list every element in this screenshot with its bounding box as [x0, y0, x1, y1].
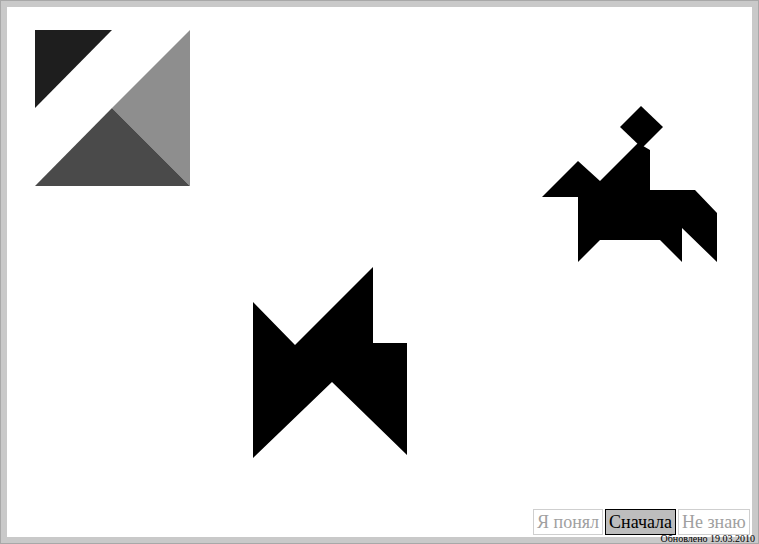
- button-label: Сначала: [609, 512, 672, 532]
- game-button: Я понял: [533, 509, 603, 535]
- small-triangle: [35, 30, 112, 108]
- large-triangle: [35, 108, 190, 186]
- update-date: Обновлено 19.03.2010: [660, 533, 755, 544]
- rider-silhouette: [542, 143, 717, 262]
- rider-head: [620, 106, 663, 148]
- tangram-silhouette: [253, 267, 407, 458]
- game-button: Сначала: [605, 509, 676, 535]
- game-button: Не знаю: [678, 509, 750, 535]
- button-label: Не знаю: [682, 512, 746, 532]
- button-label: Я понял: [537, 512, 599, 532]
